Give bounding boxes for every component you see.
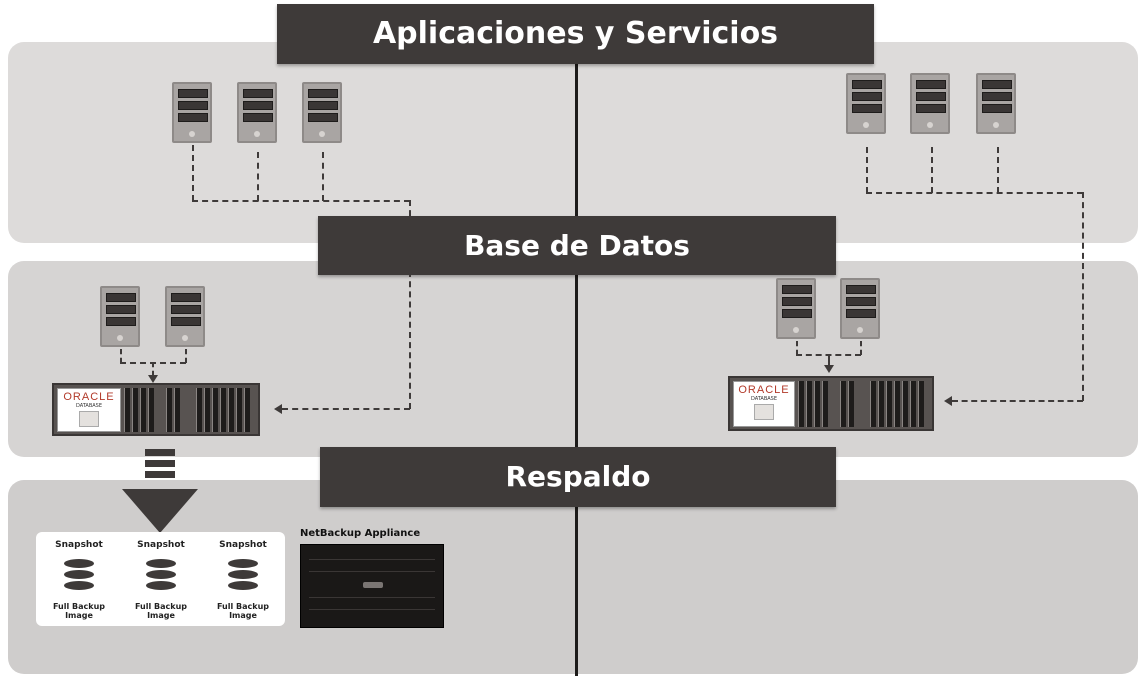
backup-flow-bar: [145, 471, 175, 478]
arrow-down-icon: [148, 375, 158, 383]
snapshot-title: Snapshot: [137, 540, 185, 550]
connector-line: [120, 349, 122, 363]
app-server-right-1: [846, 73, 886, 134]
db-server-right-2: [840, 278, 880, 339]
snapshot-item: Snapshot Full Backup Image: [120, 532, 202, 626]
connector-line: [257, 152, 259, 201]
connector-line: [282, 408, 410, 410]
snapshot-panel: Snapshot Full Backup Image Snapshot Full…: [36, 532, 285, 626]
connector-line: [192, 145, 194, 201]
app-server-left-1: [172, 82, 212, 143]
applications-banner: Aplicaciones y Servicios: [277, 4, 874, 64]
connector-line: [931, 147, 933, 193]
app-server-right-2: [910, 73, 950, 134]
netbackup-appliance-icon: [300, 544, 444, 628]
connector-line: [322, 152, 324, 201]
app-server-right-3: [976, 73, 1016, 134]
oracle-database-rack-right: ORACLE DATABASE: [728, 376, 934, 431]
connector-line: [952, 400, 1083, 402]
connector-line: [152, 362, 154, 376]
db-server-right-1: [776, 278, 816, 339]
arrow-down-icon: [824, 365, 834, 373]
oracle-logo: ORACLE DATABASE: [733, 381, 795, 427]
connector-line: [860, 341, 862, 355]
connector-line: [409, 200, 411, 409]
connector-line: [1082, 192, 1084, 401]
connector-line: [192, 200, 410, 202]
oracle-logo: ORACLE DATABASE: [57, 388, 121, 432]
snapshot-item: Snapshot Full Backup Image: [202, 532, 284, 626]
app-server-left-3: [302, 82, 342, 143]
db-server-left-1: [100, 286, 140, 347]
snapshot-caption: Full Backup Image: [52, 602, 105, 620]
db-server-left-2: [165, 286, 205, 347]
connector-line: [828, 354, 830, 366]
site-divider: [575, 64, 578, 676]
connector-line: [866, 147, 868, 193]
snapshot-title: Snapshot: [55, 540, 103, 550]
backup-banner: Respaldo: [320, 447, 836, 507]
snapshot-item: Snapshot Full Backup Image: [38, 532, 120, 626]
database-banner: Base de Datos: [318, 216, 836, 275]
backup-flow-bar: [145, 449, 175, 456]
arrow-left-icon: [944, 396, 952, 406]
connector-line: [866, 192, 1083, 194]
app-server-left-2: [237, 82, 277, 143]
backup-flow-bar: [145, 460, 175, 467]
connector-line: [796, 341, 798, 355]
connector-line: [997, 147, 999, 193]
appliance-title: NetBackup Appliance: [300, 528, 421, 539]
oracle-database-rack-left: ORACLE DATABASE: [52, 383, 260, 436]
snapshot-title: Snapshot: [219, 540, 267, 550]
arrow-left-icon: [274, 404, 282, 414]
backup-arrow-down-icon: [122, 489, 198, 533]
snapshot-caption: Full Backup Image: [216, 602, 269, 620]
connector-line: [185, 349, 187, 363]
snapshot-caption: Full Backup Image: [134, 602, 187, 620]
